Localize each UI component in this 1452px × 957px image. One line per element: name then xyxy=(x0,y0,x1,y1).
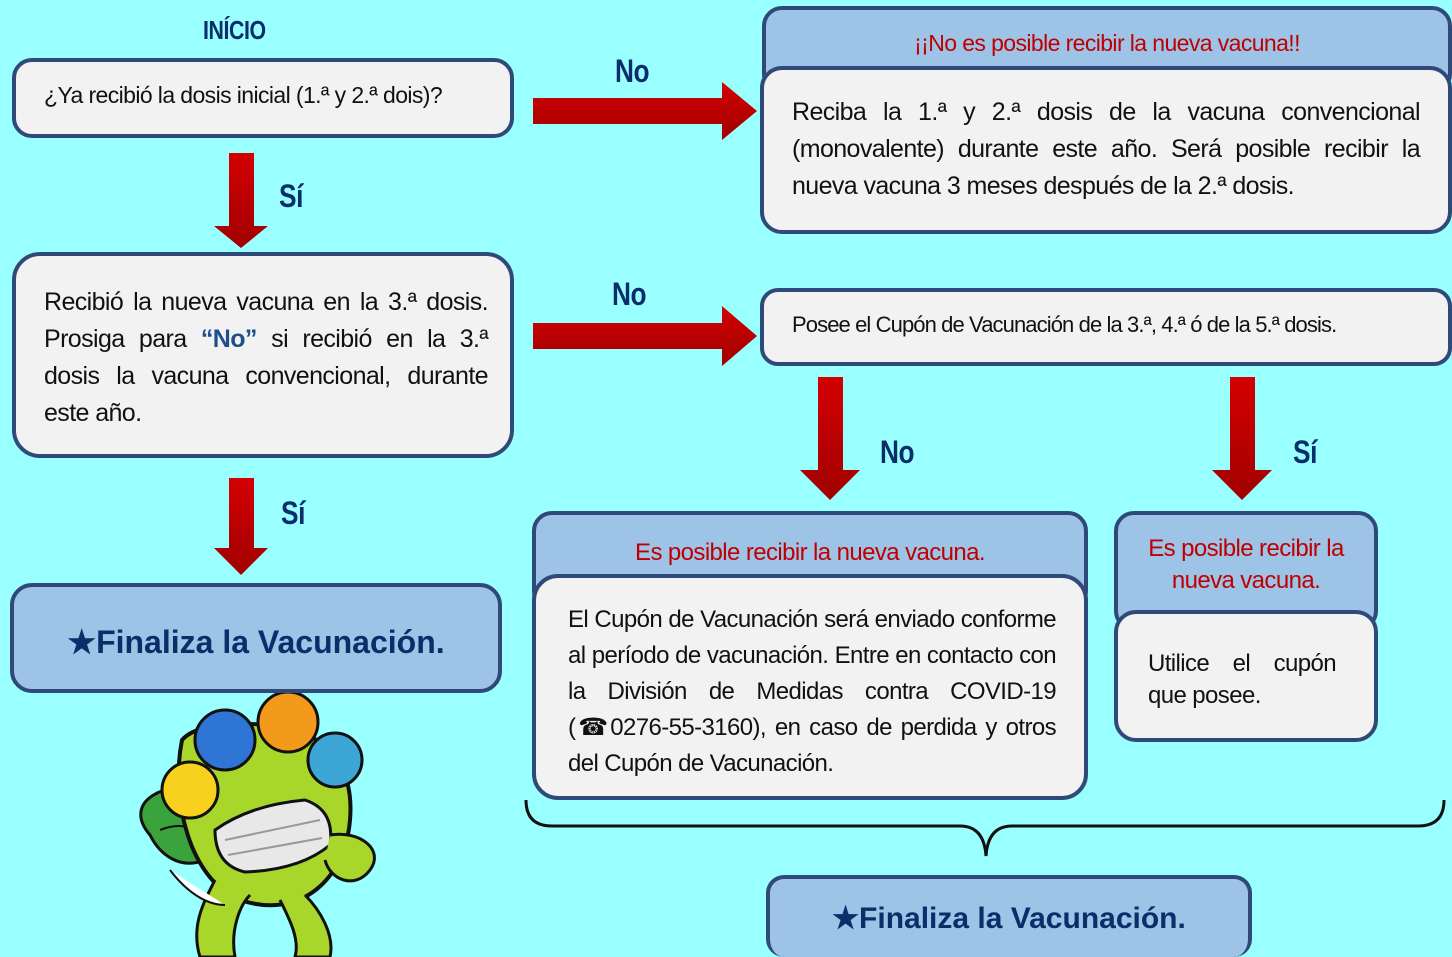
brace-connector xyxy=(524,799,1446,857)
not-possible-body-text: Reciba la 1.ª y 2.ª dosis de la vacuna c… xyxy=(792,98,1421,200)
not-possible-title: ¡¡No es posible recibir la nueva vacuna!… xyxy=(914,30,1300,56)
possible-coupon-text: Utilice el cupón que posee. xyxy=(1148,650,1337,709)
start-label: INÍCIO xyxy=(203,15,266,45)
question-initial-doses: ¿Ya recibió la dosis inicial (1.ª y 2.ª … xyxy=(12,58,514,138)
possible-no-coupon-text-b: 0276-55-3160), en caso de perdida y otro… xyxy=(568,714,1057,777)
arrow-right-q1-no xyxy=(533,82,757,140)
not-possible-body: Reciba la 1.ª y 2.ª dosis de la vacuna c… xyxy=(760,66,1452,234)
label-q2-yes: Sí xyxy=(281,495,305,531)
question-third-dose: Recibió la nueva vacuna en la 3.ª dosis.… xyxy=(12,252,514,458)
q2-text-a: Recibió la nueva vacuna en la 3.ª dosis.… xyxy=(44,288,489,353)
possible-no-coupon-body: El Cupón de Vacunación será enviado conf… xyxy=(532,574,1088,800)
q2-text-b: si recibió en la 3.ª dosis la vacuna con… xyxy=(44,325,489,427)
possible-coupon-body: Utilice el cupón que posee. xyxy=(1114,610,1378,742)
question-initial-doses-text: ¿Ya recibió la dosis inicial (1.ª y 2.ª … xyxy=(44,82,443,108)
possible-coupon-title: Es posible recibir la nueva vacuna. xyxy=(1148,535,1344,594)
label-q3-yes: Sí xyxy=(1293,434,1317,470)
label-q1-no: No xyxy=(615,53,650,89)
label-q3-no: No xyxy=(880,434,915,470)
q2-no-quote: “No” xyxy=(200,325,258,353)
possible-no-coupon-text-a: El Cupón de Vacunación será enviado conf… xyxy=(568,606,1057,741)
arrow-down-q3-yes xyxy=(1212,377,1272,500)
possible-no-coupon-title: Es posible recibir la nueva vacuna. xyxy=(635,539,985,566)
final-vaccination-left: ★Finaliza la Vacunación. xyxy=(10,583,502,693)
phone-icon: ☎ xyxy=(575,714,611,741)
question-coupon-text: Posee el Cupón de Vacunación de la 3.ª, … xyxy=(792,312,1337,337)
arrow-down-q3-no xyxy=(800,377,860,500)
label-q1-yes: Sí xyxy=(279,178,303,214)
final-right-text: ★Finaliza la Vacunación. xyxy=(832,902,1186,935)
final-left-text: ★Finaliza la Vacunación. xyxy=(67,624,445,660)
arrow-down-q2-yes xyxy=(214,478,268,575)
final-vaccination-right: ★Finaliza la Vacunación. xyxy=(766,875,1252,957)
mascot-illustration xyxy=(139,690,376,957)
arrow-down-q1-yes xyxy=(214,153,268,248)
question-coupon: Posee el Cupón de Vacunación de la 3.ª, … xyxy=(760,288,1452,366)
label-q2-no: No xyxy=(612,276,647,312)
arrow-right-q2-no xyxy=(533,306,757,366)
